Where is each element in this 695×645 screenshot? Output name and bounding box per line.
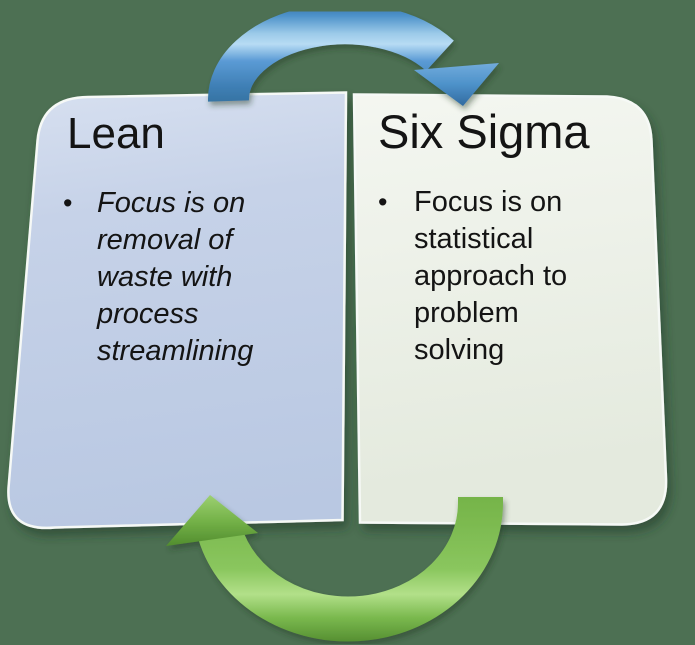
left-card-bullet: • Focus is on removal of waste with proc…: [63, 185, 348, 370]
bullet-icon: •: [378, 187, 388, 218]
right-card-bullet: • Focus is on statistical approach to pr…: [378, 184, 668, 369]
curved-arrow-bottom-icon: [166, 495, 503, 642]
right-card-bullet-text: Focus is on statistical approach to prob…: [414, 186, 568, 367]
left-card-shape: [7, 91, 348, 530]
left-card-bullet-text: Focus is on removal of waste with proces…: [97, 186, 254, 367]
right-card-shape: [352, 93, 668, 526]
right-card-title: Six Sigma: [378, 105, 590, 158]
curved-arrow-top-icon: [208, 3, 499, 106]
bullet-icon: •: [63, 187, 73, 218]
right-card: Six Sigma • Focus is on statistical appr…: [378, 104, 668, 369]
left-card-title: Lean: [67, 109, 165, 158]
left-card: Lean • Focus is on removal of waste with…: [63, 108, 348, 370]
